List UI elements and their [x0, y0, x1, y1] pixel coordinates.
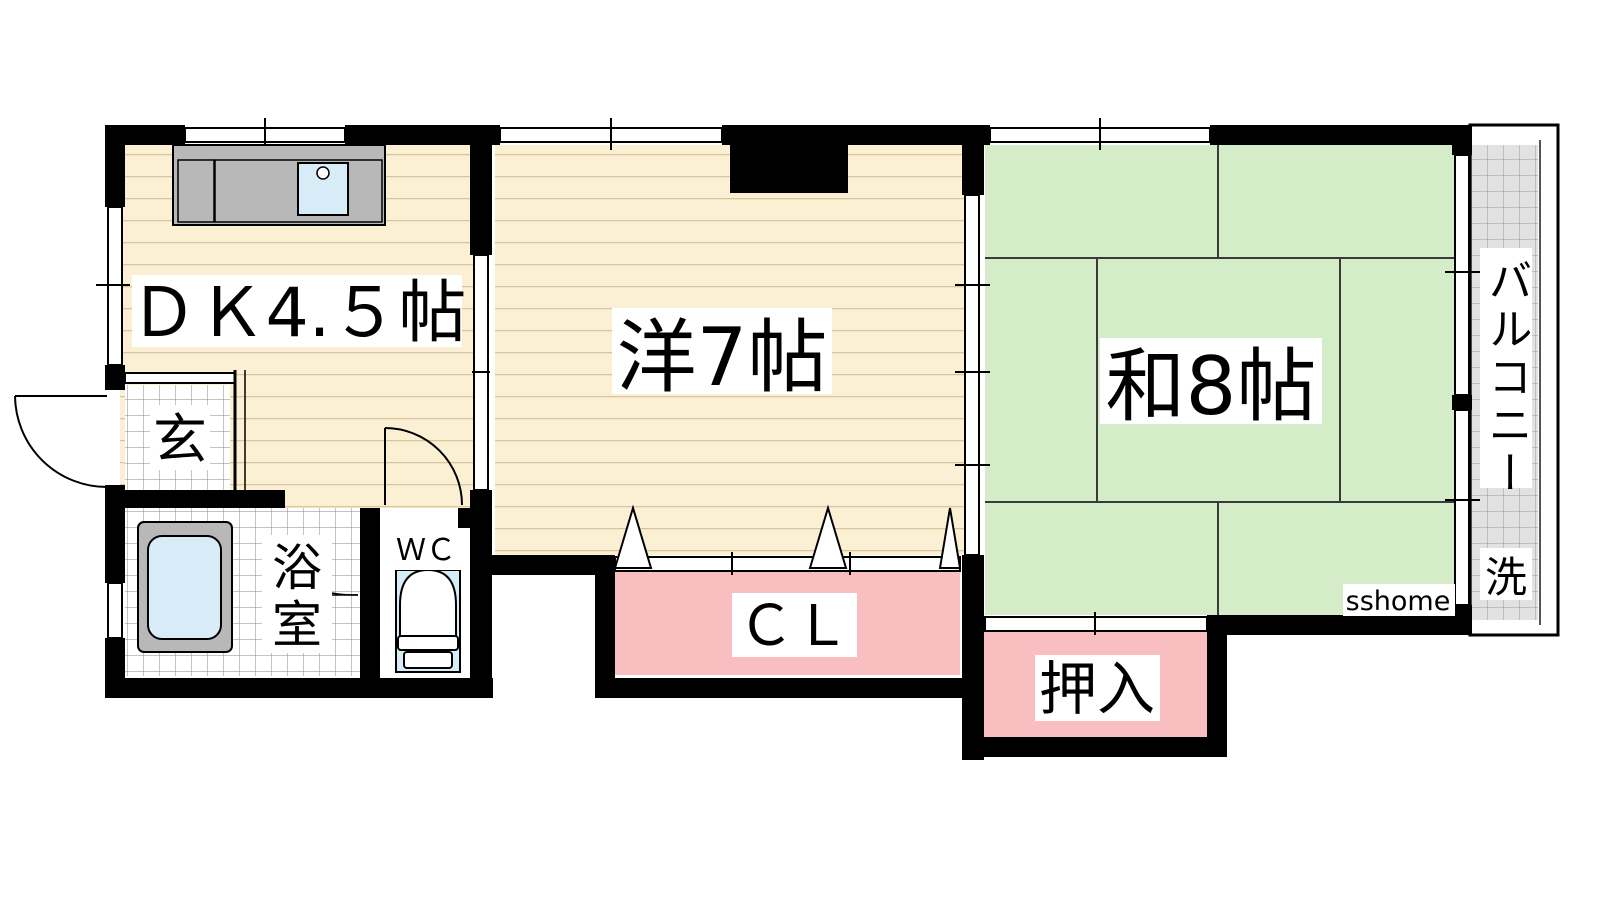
entrance-label: 玄: [153, 408, 207, 471]
bath-label-line2: 室: [272, 596, 322, 654]
dk-room-label: ＤＫ4.５帖: [130, 274, 467, 353]
closet-label: ＣＬ: [738, 594, 850, 659]
oshiire-label: 押入: [1039, 655, 1155, 723]
tatami-mat-lines: [985, 145, 1455, 615]
balcony-label: バルコニー: [1481, 258, 1532, 498]
bath-label-line1: 浴: [272, 539, 322, 597]
entrance-door: [14, 395, 108, 488]
western-room-label: 洋7帖: [617, 311, 828, 404]
laundry-label: 洗: [1485, 553, 1527, 602]
closet-door-marks: [613, 504, 962, 569]
walls: [105, 125, 1472, 760]
wc-door: [384, 427, 463, 506]
label-backgrounds: [132, 248, 1532, 721]
bathtub: [137, 521, 233, 653]
toilet: [395, 568, 461, 673]
wc-label: ＷＣ: [396, 533, 456, 568]
japanese-room-label: 和8帖: [1106, 340, 1317, 433]
watermark: sshome: [1346, 586, 1451, 617]
kitchen-counter: [172, 144, 386, 226]
